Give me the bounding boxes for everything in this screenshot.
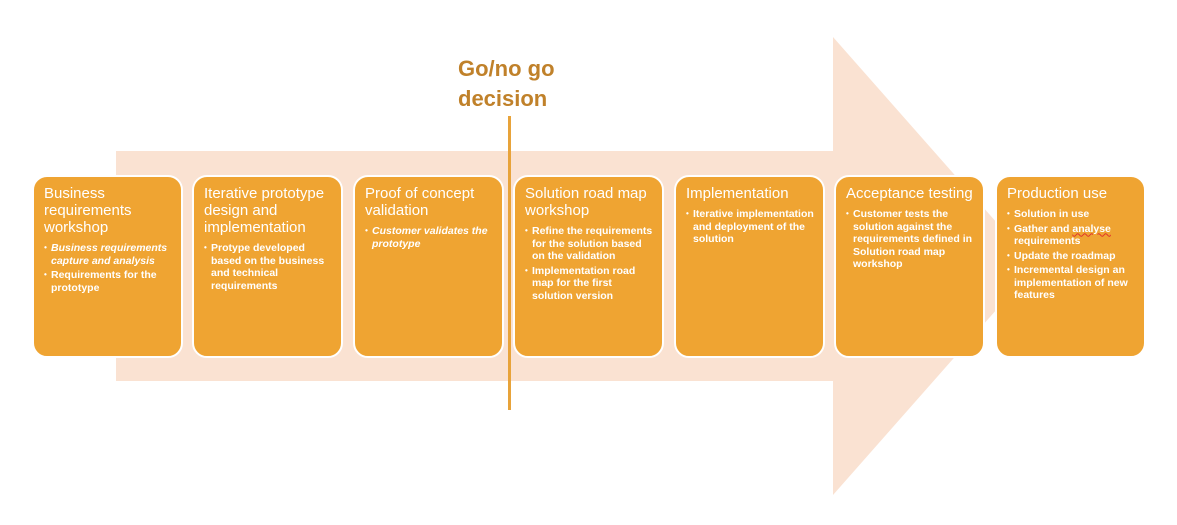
stage-iterative-prototype-design: Iterative prototype design and implement…: [192, 175, 343, 358]
stage-implementation: Implementation Iterative implementation …: [674, 175, 825, 358]
stage-bullet: Iterative implementation and deployment …: [686, 208, 815, 246]
spellcheck-underline: analyse: [1072, 222, 1111, 235]
stage-bullets: Iterative implementation and deployment …: [686, 208, 815, 246]
stage-title: Production use: [1007, 185, 1108, 202]
stage-bullet: Customer validates the prototype: [365, 225, 494, 250]
decision-divider-line: [508, 116, 511, 410]
stage-bullet: Incremental design an implementation of …: [1007, 264, 1136, 302]
stage-title: Implementation: [686, 185, 789, 202]
stage-title: Business requirements workshop: [44, 185, 132, 236]
stage-bullets: Refine the requirements for the solution…: [525, 225, 654, 302]
stage-bullets: Business requirements capture and analys…: [44, 242, 173, 294]
stage-bullet: Implementation road map for the first so…: [525, 265, 654, 303]
stage-acceptance-testing: Acceptance testing Customer tests the so…: [834, 175, 985, 358]
stage-title: Proof of concept validation: [365, 185, 475, 219]
stage-bullet: Update the roadmap: [1007, 250, 1136, 263]
stage-bullets: Protype developed based on the business …: [204, 242, 333, 292]
stage-solution-road-map-workshop: Solution road map workshop Refine the re…: [513, 175, 664, 358]
stage-production-use: Production use Solution in use Gather an…: [995, 175, 1146, 358]
go-no-go-decision-label: Go/no go decision: [458, 56, 555, 111]
stage-bullet: Business requirements capture and analys…: [44, 242, 173, 267]
stage-bullet: Requirements for the prototype: [44, 269, 173, 294]
stage-title: Iterative prototype design and implement…: [204, 185, 325, 236]
stage-bullet: Refine the requirements for the solution…: [525, 225, 654, 263]
stage-proof-of-concept-validation: Proof of concept validation Customer val…: [353, 175, 504, 358]
stage-bullets: Customer validates the prototype: [365, 225, 494, 250]
stage-bullets: Customer tests the solution against the …: [846, 208, 975, 271]
stage-title: Acceptance testing: [846, 185, 973, 202]
stage-business-requirements-workshop: Business requirements workshop Business …: [32, 175, 183, 358]
stage-bullet: Customer tests the solution against the …: [846, 208, 975, 271]
stage-title: Solution road map workshop: [525, 185, 647, 219]
stage-bullets: Solution in use Gather and analyse requi…: [1007, 208, 1136, 302]
stage-bullet: Gather and analyse requirements: [1007, 223, 1136, 248]
stage-bullet: Solution in use: [1007, 208, 1136, 221]
stage-bullet: Protype developed based on the business …: [204, 242, 333, 292]
